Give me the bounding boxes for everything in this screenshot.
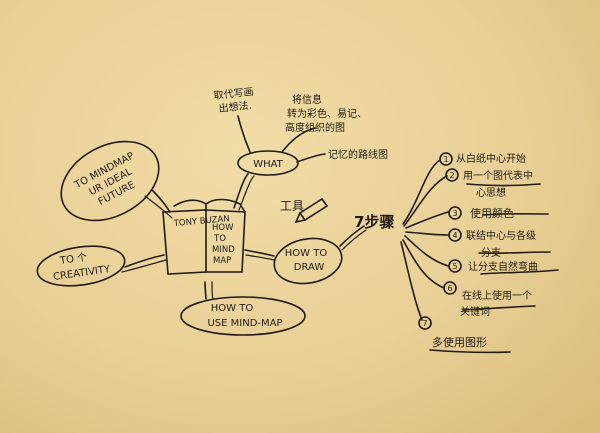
step-5-number: 5	[452, 262, 457, 271]
what-ellipse	[237, 150, 299, 176]
step-7-line1: 多使用图形	[432, 335, 487, 349]
what-label: WHAT	[253, 159, 283, 170]
book-title-line3: MIND	[212, 245, 235, 255]
step-4-line2: 分支	[481, 247, 501, 259]
future-ellipse	[60, 140, 160, 222]
step-3-line1: 使用颜色	[470, 206, 514, 220]
what-note2-line3: 高度组织的图	[285, 121, 345, 134]
draw-line1: HOW TO	[285, 248, 328, 259]
step-6-number: 6	[447, 284, 452, 293]
draw-ellipse	[273, 237, 343, 285]
use-line2: USE MIND-MAP	[207, 318, 282, 329]
book-author: TONY BUZAN	[172, 214, 230, 229]
book-title-line1: HOW	[212, 223, 234, 233]
what-note1-line1: 取代写画	[213, 86, 254, 102]
what-note2-line2: 转为彩色、易记、	[287, 107, 367, 120]
steps-label: 7步骤	[354, 213, 394, 231]
step-6-line1: 在线上使用一个	[462, 289, 532, 302]
step-4-line1: 联结中心与各级	[466, 229, 536, 242]
book-title-line2: TO	[213, 234, 226, 244]
step-1-line1: 从白纸中心开始	[456, 152, 526, 165]
what-note3: 记忆的路线图	[328, 148, 388, 161]
what-note2-line1: 将信息	[292, 93, 322, 106]
creativity-line1: TO 个	[58, 251, 88, 267]
step-5-line1: 让分支自然弯曲	[468, 260, 538, 273]
book-title-line4: MAP	[213, 256, 231, 266]
creativity-ellipse	[36, 245, 126, 287]
step-1-number: 1	[443, 155, 448, 164]
central-book-icon	[162, 198, 246, 275]
step-7-number: 7	[422, 319, 427, 328]
use-ellipse	[180, 296, 306, 336]
step-4-number: 4	[452, 231, 457, 240]
step-6-line2: 关键词	[460, 305, 490, 318]
tools-label: 工具	[280, 199, 304, 213]
step-2-line1: 用一个图代表中	[463, 169, 533, 182]
step-2-number: 2	[449, 171, 454, 180]
pencil-icon	[294, 197, 329, 224]
use-line1: HOW TO	[211, 303, 254, 314]
what-note1-line2: 出想法.	[218, 99, 252, 115]
step-3-number: 3	[452, 209, 457, 218]
draw-line2: DRAW	[294, 262, 325, 273]
step-2-line2: 心思想	[476, 186, 506, 199]
